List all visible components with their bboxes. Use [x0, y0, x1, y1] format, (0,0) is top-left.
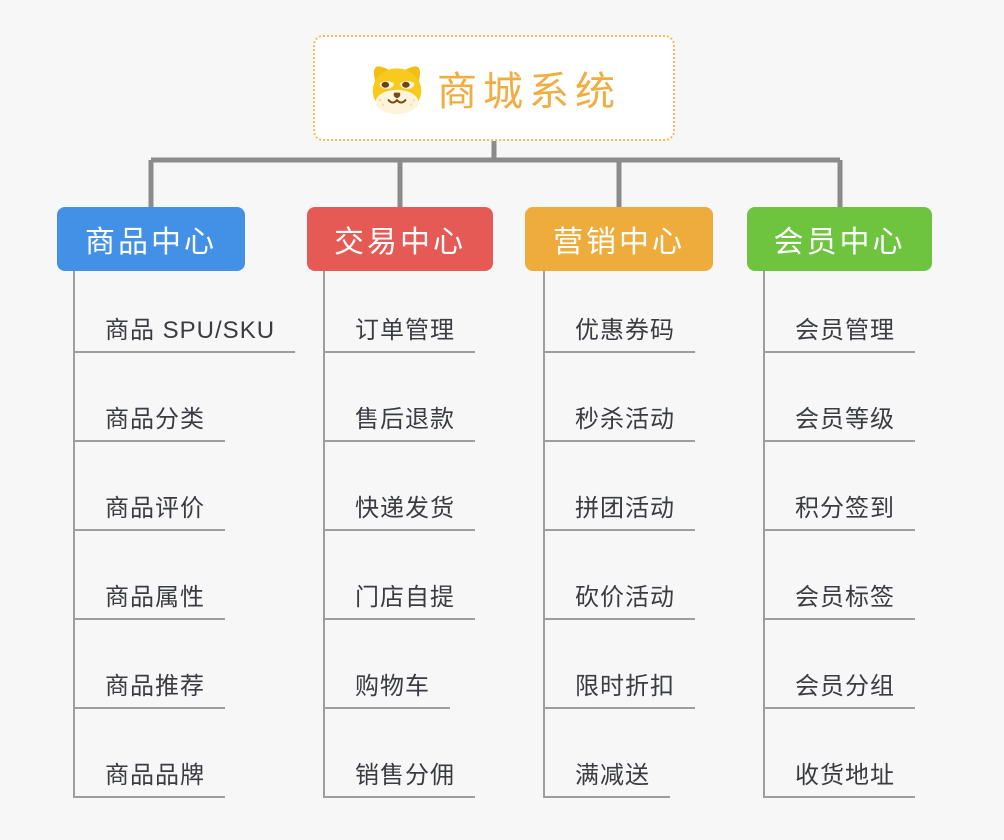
branch-item[interactable]: 会员分组 — [765, 620, 915, 709]
branch-member-center: 会员中心 会员管理 会员等级 积分签到 会员标签 会员分组 收货地址 — [747, 207, 932, 798]
branch-item[interactable]: 砍价活动 — [545, 531, 695, 620]
branch-item-list: 订单管理 售后退款 快递发货 门店自提 购物车 销售分佣 — [323, 271, 475, 798]
branch-item[interactable]: 门店自提 — [325, 531, 475, 620]
branch-item-label: 优惠券码 — [545, 310, 695, 353]
root-title: 商城系统 — [437, 70, 621, 114]
branch-item-label: 会员管理 — [765, 310, 915, 353]
branch-item-label: 售后退款 — [325, 399, 475, 442]
branch-item-label: 门店自提 — [325, 577, 475, 620]
branch-item-label: 商品评价 — [75, 488, 225, 531]
branch-marketing-center: 营销中心 优惠券码 秒杀活动 拼团活动 砍价活动 限时折扣 满减送 — [525, 207, 713, 798]
branch-item-label: 收货地址 — [765, 755, 915, 798]
branch-item-list: 优惠券码 秒杀活动 拼团活动 砍价活动 限时折扣 满减送 — [543, 271, 695, 798]
branch-item-label: 砍价活动 — [545, 577, 695, 620]
branch-item-label: 购物车 — [325, 666, 450, 709]
branch-item[interactable]: 商品属性 — [75, 531, 295, 620]
branch-item[interactable]: 秒杀活动 — [545, 353, 695, 442]
branch-item-list: 商品 SPU/SKU 商品分类 商品评价 商品属性 商品推荐 商品品牌 — [73, 271, 296, 798]
branch-item[interactable]: 购物车 — [325, 620, 475, 709]
branch-header-product-center[interactable]: 商品中心 — [57, 207, 245, 271]
branch-item[interactable]: 销售分佣 — [325, 709, 475, 798]
branch-header-member-center[interactable]: 会员中心 — [747, 207, 932, 271]
branch-item[interactable]: 满减送 — [545, 709, 695, 798]
branch-header-marketing-center[interactable]: 营销中心 — [525, 207, 713, 271]
branch-item[interactable]: 商品分类 — [75, 353, 295, 442]
branch-item-label: 商品品牌 — [75, 755, 225, 798]
branch-header-trade-center[interactable]: 交易中心 — [307, 207, 493, 271]
root-node-mall-system[interactable]: 商城系统 — [313, 35, 675, 141]
branch-item-label: 商品推荐 — [75, 666, 225, 709]
branch-item[interactable]: 会员标签 — [765, 531, 915, 620]
branch-item[interactable]: 限时折扣 — [545, 620, 695, 709]
branch-item[interactable]: 会员管理 — [765, 271, 915, 353]
branch-item-list: 会员管理 会员等级 积分签到 会员标签 会员分组 收货地址 — [763, 271, 915, 798]
shiba-dog-icon — [372, 66, 422, 115]
branch-item[interactable]: 积分签到 — [765, 442, 915, 531]
branch-item[interactable]: 优惠券码 — [545, 271, 695, 353]
branch-trade-center: 交易中心 订单管理 售后退款 快递发货 门店自提 购物车 销售分佣 — [307, 207, 493, 798]
branch-item-label: 商品属性 — [75, 577, 225, 620]
branch-item-label: 会员分组 — [765, 666, 915, 709]
branch-item[interactable]: 订单管理 — [325, 271, 475, 353]
branch-item-label: 会员等级 — [765, 399, 915, 442]
branch-item-label: 拼团活动 — [545, 488, 695, 531]
branch-item[interactable]: 商品推荐 — [75, 620, 295, 709]
branch-item[interactable]: 会员等级 — [765, 353, 915, 442]
branch-item-label: 销售分佣 — [325, 755, 475, 798]
branch-item-label: 满减送 — [545, 755, 670, 798]
branch-item-label: 秒杀活动 — [545, 399, 695, 442]
branch-item[interactable]: 快递发货 — [325, 442, 475, 531]
branch-item-label: 商品分类 — [75, 399, 225, 442]
branch-item[interactable]: 收货地址 — [765, 709, 915, 798]
branch-item[interactable]: 拼团活动 — [545, 442, 695, 531]
branch-item-label: 限时折扣 — [545, 666, 695, 709]
branch-product-center: 商品中心 商品 SPU/SKU 商品分类 商品评价 商品属性 商品推荐 商品品牌 — [57, 207, 296, 798]
branch-item-label: 快递发货 — [325, 488, 475, 531]
branch-item-label: 订单管理 — [325, 310, 475, 353]
branch-item[interactable]: 商品品牌 — [75, 709, 295, 798]
branch-item-label: 积分签到 — [765, 488, 915, 531]
branch-item[interactable]: 商品 SPU/SKU — [75, 271, 296, 353]
branch-item-label: 会员标签 — [765, 577, 915, 620]
branch-item[interactable]: 商品评价 — [75, 442, 295, 531]
branch-item[interactable]: 售后退款 — [325, 353, 475, 442]
branch-item-label: 商品 SPU/SKU — [75, 310, 296, 353]
